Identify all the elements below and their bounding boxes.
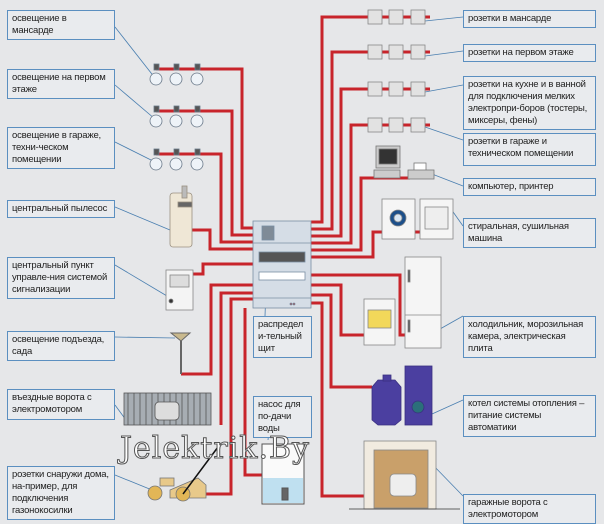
wire-porch-light	[181, 283, 254, 376]
label-central-vacuum: центральный пылесос	[7, 200, 115, 218]
fridge-icon	[404, 256, 442, 349]
water-pump-icon	[261, 443, 305, 505]
wire-gate	[219, 291, 254, 425]
wire-boiler	[311, 293, 372, 389]
wire-garage-lighting	[156, 152, 254, 244]
attic-lamps	[149, 63, 204, 86]
lamp-icon	[149, 105, 163, 128]
outlet-icon	[410, 44, 426, 60]
lamp-icon	[149, 148, 163, 171]
attic-outlets	[367, 9, 426, 25]
label-computer-printer: компьютер, принтер	[463, 178, 596, 196]
alarm-panel-icon	[165, 269, 194, 311]
first-floor-outlets	[367, 44, 426, 60]
label-entry-gate: въездные ворота с электромотором	[7, 389, 115, 420]
watermark: Jelektrik.By	[119, 431, 311, 466]
wire-vacuum	[190, 228, 254, 251]
label-alarm-control: центральный пункт управле-ния системой с…	[7, 257, 115, 299]
garage-lamps	[149, 148, 204, 171]
lawn-mower-icon	[147, 446, 219, 502]
lamp-icon	[190, 63, 204, 86]
label-washer-dryer: стиральная, сушильная машина	[463, 218, 596, 248]
wire-alarm	[193, 262, 254, 276]
label-fridge-stove: холодильник, морозильная камера, электри…	[463, 316, 596, 358]
outlet-icon	[410, 9, 426, 25]
garden-lamp-icon	[169, 332, 192, 374]
central-vacuum-icon	[169, 185, 193, 248]
first-floor-lamps	[149, 105, 204, 128]
outlet-icon	[367, 117, 383, 133]
wire-mower	[205, 297, 254, 496]
label-outdoor-outlets: розетки снаружи дома, на-пример, для под…	[7, 466, 115, 520]
printer-icon	[407, 162, 435, 180]
wire-first-floor-lighting	[156, 109, 254, 237]
lamp-icon	[169, 105, 183, 128]
label-garage-lighting: освещение в гараже, техни-ческом помещен…	[7, 127, 115, 169]
lamp-icon	[149, 63, 163, 86]
label-water-pump: насос для по-дачи воды	[253, 396, 312, 438]
wire-stove	[311, 283, 365, 337]
lamp-icon	[190, 105, 204, 128]
label-boiler: котел системы отопления – питание систем…	[463, 395, 596, 437]
label-garage-outlets: розетки в гараже и техническом помещении	[463, 133, 596, 166]
wire-kitchen-outlets	[311, 87, 430, 238]
distribution-board-icon	[252, 220, 312, 309]
wire-garage-door	[311, 301, 365, 498]
lamp-icon	[190, 148, 204, 171]
outlet-icon	[410, 117, 426, 133]
lamp-icon	[169, 148, 183, 171]
kitchen-outlets	[367, 81, 426, 97]
outlet-icon	[388, 9, 404, 25]
label-first-floor-outlets: розетки на первом этаже	[463, 44, 596, 62]
label-distribution-board: распредели-тельный щит	[253, 316, 312, 358]
entry-gate-icon	[123, 392, 212, 426]
outlet-icon	[367, 44, 383, 60]
label-porch-garden-lighting: освещение подъезда, сада	[7, 331, 115, 361]
outlet-icon	[388, 44, 404, 60]
wire-fridge	[311, 273, 406, 337]
computer-icon	[373, 145, 401, 179]
outlet-icon	[388, 117, 404, 133]
lamp-icon	[169, 63, 183, 86]
label-attic-lighting: освещение в мансарде	[7, 10, 115, 40]
washing-machine-icon	[381, 198, 416, 240]
outlet-icon	[367, 9, 383, 25]
label-kitchen-bath-outlets: розетки на кухне и в ванной для подключе…	[463, 76, 596, 130]
outlet-icon	[410, 81, 426, 97]
label-first-floor-lighting: освещение на первом этаже	[7, 69, 115, 99]
label-attic-outlets: розетки в мансарде	[463, 10, 596, 28]
dryer-icon	[419, 198, 454, 240]
outlets	[367, 9, 426, 133]
outlet-icon	[367, 81, 383, 97]
boiler-icon	[371, 365, 433, 426]
label-garage-door: гаражные ворота с электромотором	[463, 494, 596, 524]
outlet-icon	[388, 81, 404, 97]
garage-door-icon	[349, 440, 460, 510]
wire-pump	[243, 308, 262, 477]
garage-outlets	[367, 117, 426, 133]
electric-stove-icon	[363, 298, 396, 346]
